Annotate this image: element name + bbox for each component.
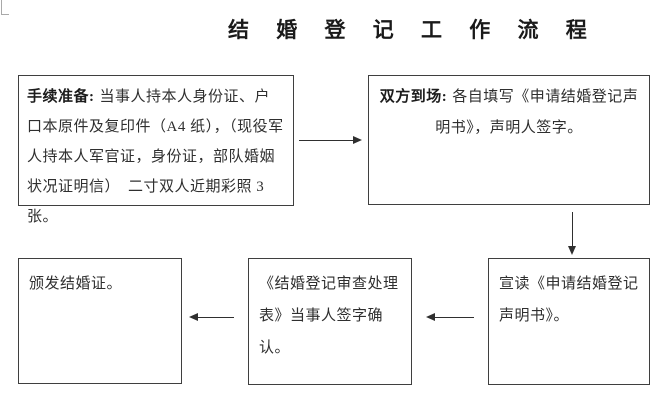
page-corner-artifact	[1, 0, 9, 15]
flowchart-step-review-form-signature: 《结婚登记审查处理表》当事人签字确认。	[248, 258, 412, 385]
arrow-step1-to-step2-line	[299, 140, 353, 141]
step-preparation-text: 手续准备:当事人持本人身份证、户口本原件及复印件（A4 纸），（现役军人持本人军…	[27, 82, 285, 232]
step-both-parties-text: 双方到场:各自填写《申请结婚登记声明书》，声明人签字。	[377, 82, 641, 144]
flowchart-step-issue-certificate: 颁发结婚证。	[18, 258, 182, 384]
step-both-parties-body: 各自填写《申请结婚登记声明书》，声明人签字。	[435, 89, 639, 136]
arrow-step4-to-step5-line	[198, 317, 234, 318]
page-title: 结 婚 登 记 工 作 流 程	[228, 18, 598, 42]
step-preparation-label: 手续准备:	[27, 89, 95, 105]
flowchart-step-preparation: 手续准备:当事人持本人身份证、户口本原件及复印件（A4 纸），（现役军人持本人军…	[18, 75, 294, 225]
arrow-step1-to-step2-head	[353, 136, 362, 144]
arrow-step2-to-step3-line	[572, 212, 573, 246]
step-read-declaration-text: 宣读《申请结婚登记声明书》。	[499, 276, 639, 324]
arrow-step3-to-step4-line	[435, 317, 474, 318]
arrow-step2-to-step3-head	[568, 246, 576, 255]
step-review-form-text: 《结婚登记审查处理表》当事人签字确认。	[259, 276, 399, 356]
flowchart-step-both-parties-present: 双方到场:各自填写《申请结婚登记声明书》，声明人签字。	[368, 75, 650, 205]
flowchart-step-read-declaration: 宣读《申请结婚登记声明书》。	[488, 258, 650, 385]
arrow-step3-to-step4-head	[426, 313, 435, 321]
arrow-step4-to-step5-head	[189, 313, 198, 321]
step-both-parties-label: 双方到场:	[379, 89, 448, 105]
step-issue-certificate-text: 颁发结婚证。	[29, 276, 123, 292]
step-preparation-body: 当事人持本人身份证、户口本原件及复印件（A4 纸），（现役军人持本人军官证，身份…	[27, 89, 284, 225]
